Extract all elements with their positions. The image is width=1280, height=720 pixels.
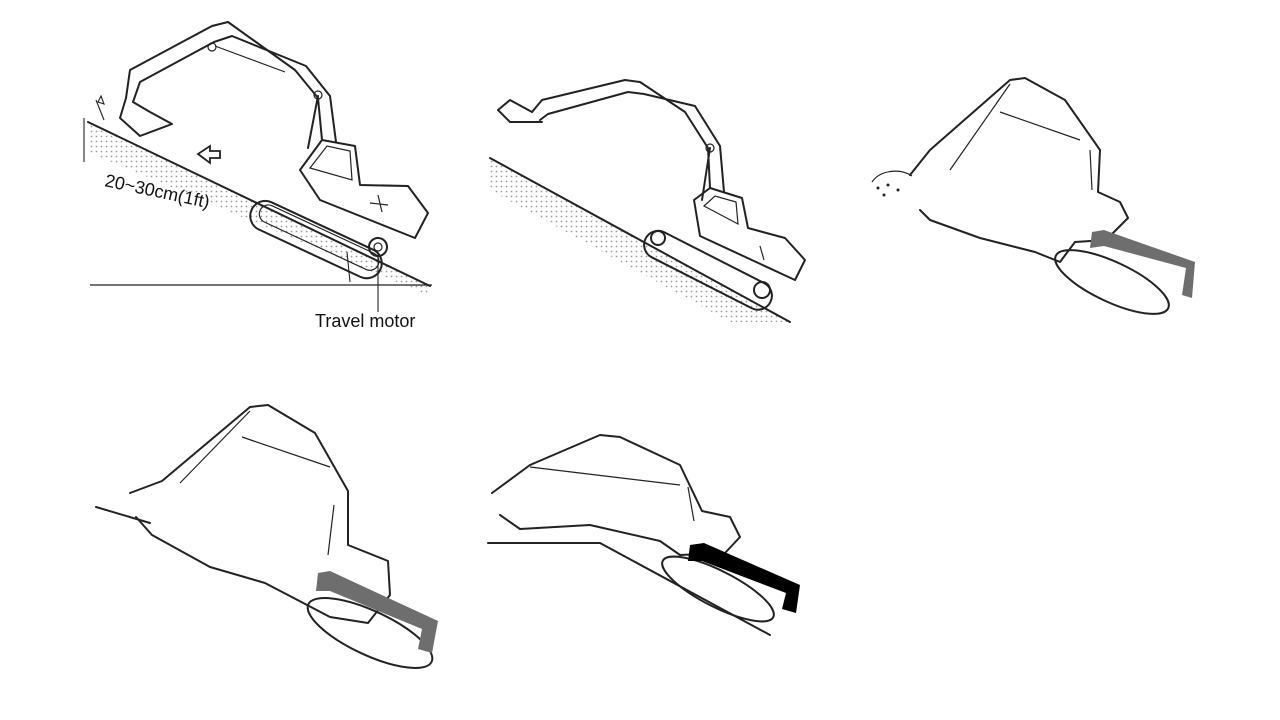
excavator-diagram-1: 20~30cm(1ft) Travel motor — [83, 21, 432, 331]
excavator-diagram-2 — [489, 79, 806, 323]
panel-diagram-3 — [860, 70, 1220, 340]
panel-diagram-2 — [480, 60, 820, 340]
panel-diagram-1: 20~30cm(1ft) Travel motor — [0, 0, 460, 345]
panel-diagram-4 — [90, 395, 460, 685]
slope-line — [87, 121, 431, 287]
excavator-diagram-3 — [871, 77, 1195, 315]
travel-motor-label: Travel motor — [315, 311, 415, 331]
excavator-outline — [129, 404, 391, 624]
track — [643, 229, 773, 311]
bucket — [119, 97, 173, 137]
excavator-outline — [491, 434, 741, 556]
upper-body — [693, 187, 806, 281]
upper-body — [299, 139, 429, 239]
boom-arm — [531, 79, 725, 201]
direction-arrow-icon — [196, 144, 221, 165]
excavator-diagram-5 — [487, 434, 800, 636]
soil-pile — [871, 170, 913, 197]
track-highlight — [688, 543, 800, 613]
track-highlight — [1090, 230, 1195, 298]
panel-diagram-5 — [480, 425, 820, 645]
excavator-outline — [909, 77, 1129, 263]
slope-line — [489, 157, 791, 323]
excavator-diagram-4 — [95, 404, 438, 669]
slope-shading — [88, 122, 430, 296]
boom-arm — [125, 21, 337, 149]
track — [1054, 249, 1170, 315]
track-highlight — [316, 571, 438, 653]
ground-line — [95, 506, 151, 524]
bucket — [497, 99, 543, 123]
track — [306, 597, 434, 669]
track — [661, 555, 775, 623]
track — [249, 199, 388, 280]
